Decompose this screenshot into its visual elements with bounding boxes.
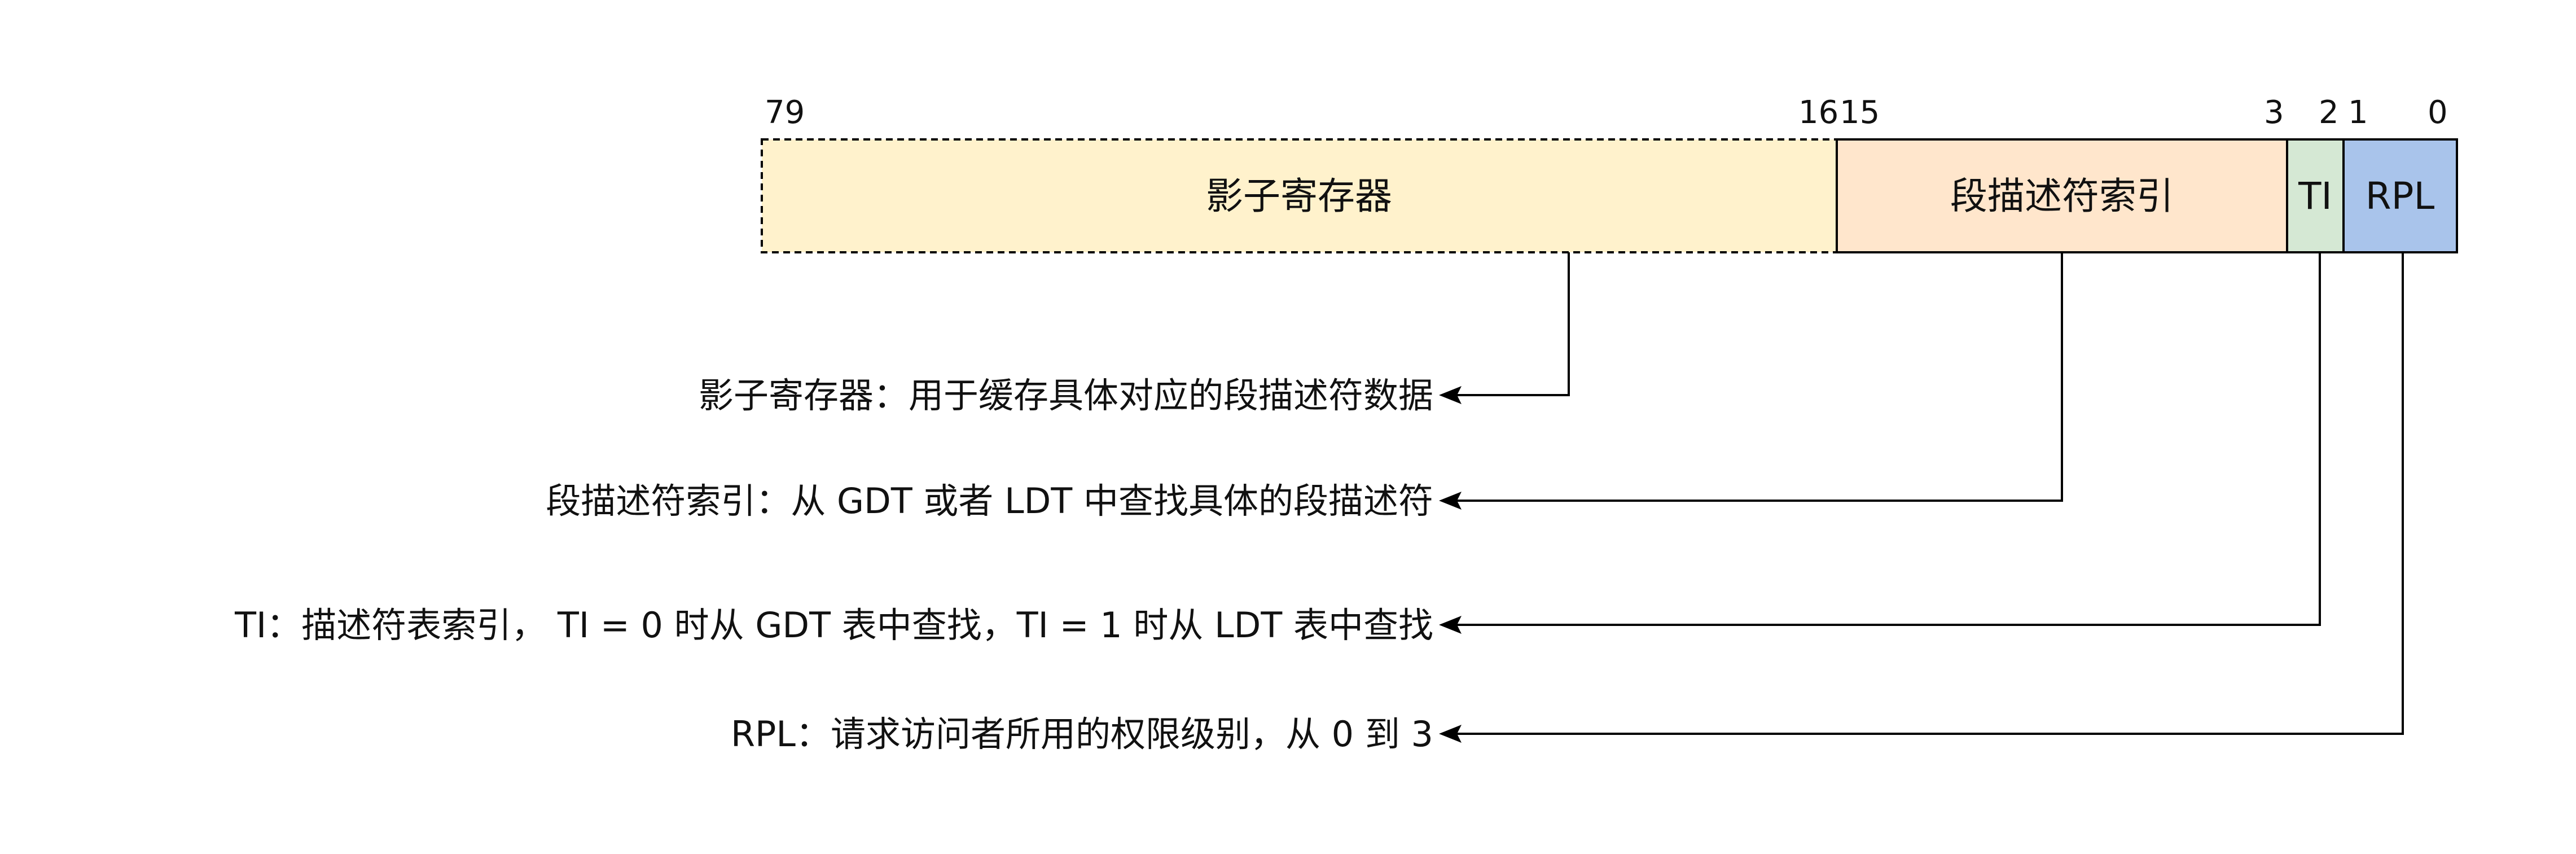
bit-label-79: 79 (765, 94, 805, 131)
descriptor-index-field (1836, 138, 2288, 253)
shadow-register-field (761, 138, 1838, 253)
rpl-field (2342, 138, 2458, 253)
rpl-field-label: RPL (2366, 174, 2435, 218)
descriptor-index-leader (1457, 252, 2063, 502)
descriptor-index-description: 段描述符索引：从 GDT 或者 LDT 中查找具体的段描述符 (546, 480, 1433, 522)
descriptor-index-field-label: 段描述符索引 (1950, 174, 2174, 218)
ti-field (2286, 138, 2345, 253)
ti-arrowhead (1439, 616, 1462, 634)
descriptor-index-arrowhead (1439, 492, 1462, 510)
bit-label-3: 3 (2264, 94, 2284, 131)
bit-label-1: 1 (2348, 94, 2368, 131)
shadow-register-field-label: 影子寄存器 (1206, 174, 1392, 218)
shadow-register-description: 影子寄存器：用于缓存具体对应的段描述符数据 (699, 375, 1433, 416)
bit-label-2: 2 (2319, 94, 2339, 131)
rpl-arrowhead (1439, 725, 1462, 743)
bit-positions: 79 16 15 3 2 1 0 (765, 94, 2448, 131)
bit-label-16: 16 (1798, 94, 1838, 131)
descriptions: 影子寄存器：用于缓存具体对应的段描述符数据 段描述符索引：从 GDT 或者 LD… (234, 375, 1433, 755)
shadow-register-arrowhead (1439, 386, 1462, 404)
rpl-leader (1457, 252, 2404, 735)
shadow-register-leader (1457, 252, 1570, 396)
leader-lines (1439, 252, 2404, 743)
ti-field-label: TI (2298, 174, 2332, 218)
ti-description: TI：描述符表索引， TI = 0 时从 GDT 表中查找，TI = 1 时从 … (234, 605, 1433, 646)
bit-label-0: 0 (2428, 94, 2448, 131)
ti-leader (1457, 252, 2321, 626)
register-fields: 影子寄存器 段描述符索引 TI RPL (761, 138, 2458, 253)
bit-label-15: 15 (1840, 94, 1880, 131)
rpl-description: RPL：请求访问者所用的权限级别，从 0 到 3 (731, 713, 1433, 755)
